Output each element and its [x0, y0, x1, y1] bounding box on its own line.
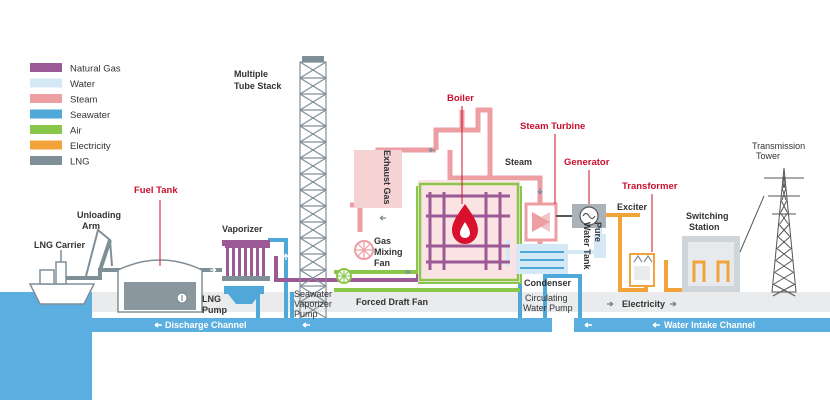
channel-arrow: [154, 322, 162, 328]
unloading-arm-label-2: Arm: [82, 221, 100, 231]
condenser-label: Condenser: [524, 278, 572, 288]
gas-mixing-fan-label-3: Fan: [374, 258, 390, 268]
generator-label: Generator: [564, 157, 610, 168]
discharge-channel-label: Discharge Channel: [165, 320, 247, 330]
vaporizer: [222, 240, 270, 281]
gas-mixing-fan-label-2: Mixing: [374, 247, 403, 257]
vaporizer-label: Vaporizer: [222, 224, 263, 234]
legend-swatch: [30, 94, 62, 103]
electricity-arrow: [670, 301, 677, 307]
channel-arrow: [584, 322, 592, 328]
transformer-label: Transformer: [622, 181, 678, 192]
legend-item: Steam: [30, 94, 98, 106]
flow-arrow: [537, 188, 543, 195]
channel-arrow: [652, 322, 660, 328]
legend-label: Natural Gas: [70, 64, 121, 75]
gas-mixing-fan: [354, 240, 374, 260]
discharge-channel: [92, 318, 552, 332]
legend-item: LNG: [30, 156, 90, 168]
steam-turbine: [524, 202, 558, 242]
legend-swatch: [30, 109, 62, 119]
seawater-vaporizer-pump-label-2: Vaporizer: [294, 299, 332, 309]
ground-lower: [92, 332, 830, 400]
legend-label: Seawater: [70, 110, 110, 121]
transmission-tower-label-2: Tower: [756, 151, 780, 161]
flow-arrow: [283, 253, 289, 260]
pure-water-tank-label-1: Pure: [593, 222, 603, 242]
stack-label-1: Multiple: [234, 69, 268, 79]
seawater-vaporizer-pump-label-3: Pump: [294, 309, 318, 319]
unloading-arm: [85, 228, 113, 277]
fuel-tank: [117, 259, 203, 313]
vaporizer-base: [228, 294, 260, 304]
forced-draft-fan-label: Forced Draft Fan: [356, 297, 428, 307]
seawater-vaporizer-pump-label-1: Seawater: [294, 289, 332, 299]
vaporizer-basin: [224, 286, 264, 294]
exhaust-duct: [354, 150, 402, 208]
fuel-tank-label: Fuel Tank: [134, 185, 178, 196]
stack-label-2: Tube Stack: [234, 81, 282, 91]
condenser: [516, 244, 568, 274]
legend-label: Water: [70, 79, 95, 90]
lng-carrier: [28, 250, 96, 305]
transmission-tower: [739, 167, 804, 297]
legend-item: Natural Gas: [30, 63, 121, 75]
legend-item: Electricity: [30, 140, 111, 152]
steam-label: Steam: [505, 157, 532, 167]
boiler-label: Boiler: [447, 93, 474, 104]
legend-label: Electricity: [70, 141, 111, 152]
steam-turbine-label: Steam Turbine: [520, 121, 585, 132]
unloading-arm-label-1: Unloading: [77, 210, 121, 220]
water-intake-channel-label: Water Intake Channel: [664, 320, 755, 330]
pure-water-tank: [594, 234, 606, 258]
switching-station: [682, 236, 740, 292]
legend-item: Water: [30, 78, 95, 90]
lng-pump-label-2: Pump: [202, 305, 228, 315]
flow-arrow: [404, 269, 411, 275]
sea-left: [0, 292, 92, 400]
generator: [556, 204, 606, 228]
flow-arrow: [210, 267, 217, 273]
pure-water-tank-label-2: Water Tank: [582, 222, 592, 271]
legend: Natural GasWaterSteamSeawaterAirElectric…: [30, 63, 121, 168]
multiple-tube-stack: [299, 56, 327, 319]
legend-swatch: [30, 140, 62, 150]
legend-label: Steam: [70, 95, 98, 106]
water-intake-channel: [574, 318, 830, 332]
switching-station-label-2: Station: [689, 222, 720, 232]
lng-carrier-label: LNG Carrier: [34, 240, 86, 250]
switching-station-label-1: Switching: [686, 211, 729, 221]
flow-arrow: [379, 215, 386, 221]
forced-draft-fan: [336, 268, 352, 284]
legend-label: Air: [70, 126, 82, 137]
legend-item: Air: [30, 125, 82, 137]
channel-arrow: [302, 322, 310, 328]
legend-swatch: [30, 78, 62, 88]
legend-item: Seawater: [30, 109, 110, 121]
lng-pump-label-1: LNG: [202, 294, 221, 304]
gas-mixing-fan-label-1: Gas: [374, 236, 391, 246]
transformer: [629, 253, 655, 287]
exciter-label: Exciter: [617, 202, 648, 212]
legend-swatch: [30, 125, 62, 134]
ground: [0, 292, 830, 312]
flow-arrow: [428, 147, 435, 153]
circulating-water-pump-label-1: Circulating: [525, 293, 568, 303]
electricity-label: Electricity: [622, 299, 665, 309]
legend-swatch: [30, 156, 62, 165]
circulating-water-pump-label-2: Water Pump: [523, 303, 573, 313]
exhaust-gas-label: Exhaust Gas: [382, 150, 392, 205]
legend-swatch: [30, 63, 62, 72]
electricity-arrow: [607, 301, 614, 307]
boiler-flame-inner-icon: [460, 222, 470, 238]
legend-label: LNG: [70, 157, 90, 168]
transmission-tower-label-1: Transmission: [752, 141, 805, 151]
